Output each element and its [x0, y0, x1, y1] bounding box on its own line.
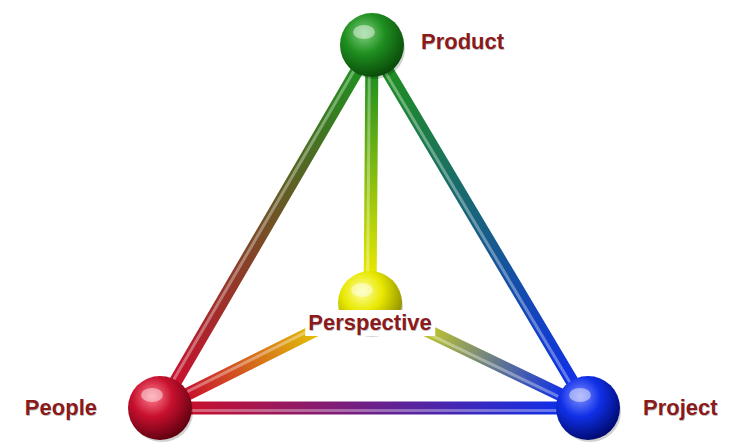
- sphere-node: People: [127, 375, 193, 441]
- node-label: Product: [418, 29, 507, 55]
- sphere-node: Perspective: [337, 270, 403, 336]
- connector-bar: [385, 70, 573, 384]
- connector-bar: [368, 74, 372, 274]
- sphere-node: Product: [339, 12, 405, 78]
- sphere-node: Project: [555, 375, 621, 441]
- sphere-shape: [339, 12, 405, 78]
- connector-bar: [189, 408, 559, 411]
- sphere-shape: [127, 375, 193, 441]
- sphere-shape: [555, 375, 621, 441]
- node-label: People: [22, 395, 100, 421]
- node-label: Perspective: [305, 310, 435, 336]
- node-label: Project: [640, 395, 721, 421]
